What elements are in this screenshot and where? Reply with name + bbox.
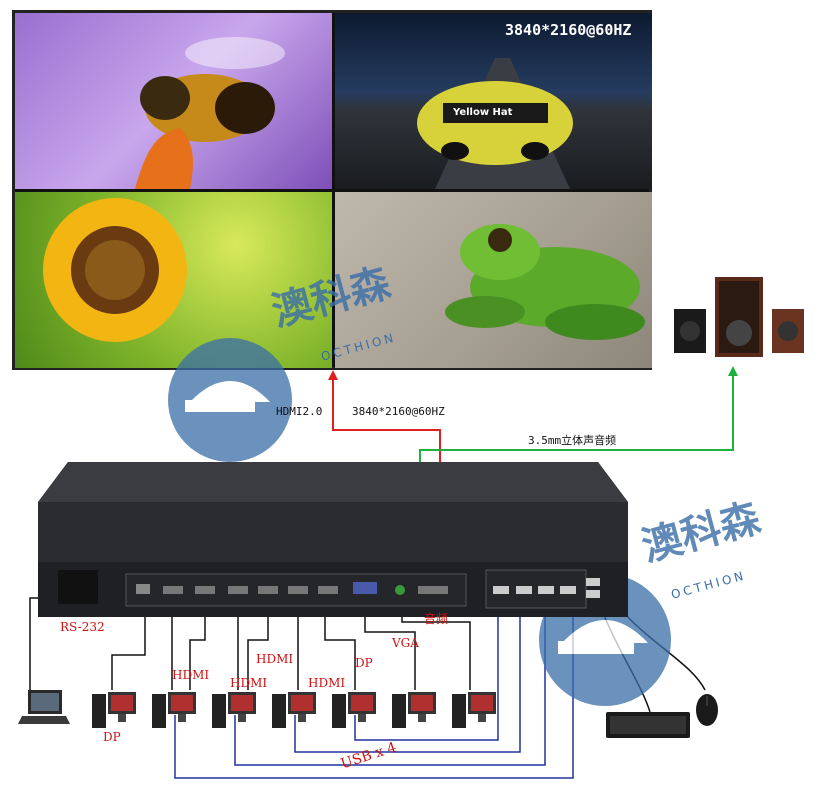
resolution-overlay: 3840*2160@60HZ bbox=[505, 21, 632, 39]
pc-icon-7 bbox=[452, 688, 496, 732]
race-car-photo: Yellow Hat 3840*2160@60HZ bbox=[335, 13, 652, 189]
hdmi-label-1: HDMI bbox=[172, 668, 210, 682]
pc-icon-4 bbox=[272, 688, 316, 732]
hdmi-label-2: HDMI bbox=[230, 676, 268, 690]
pc-icon-6 bbox=[392, 688, 436, 732]
mouse-icon bbox=[694, 692, 720, 728]
laptop-icon bbox=[18, 688, 70, 728]
watermark-logo-left bbox=[168, 338, 292, 462]
rs232-label: RS-232 bbox=[60, 620, 105, 634]
pc-icon-2 bbox=[152, 688, 196, 732]
dp-label-right: DP bbox=[355, 656, 373, 670]
audio-port-label: 音频 bbox=[424, 612, 449, 626]
hdmi-link-label: HDMI2.0 bbox=[276, 405, 323, 418]
speaker-system bbox=[670, 275, 810, 360]
hdmi-link-resolution-label: 3840*2160@60HZ bbox=[352, 405, 445, 418]
pc-icon-1 bbox=[92, 688, 136, 732]
vga-label: VGA bbox=[392, 636, 419, 650]
pc-icon-3 bbox=[212, 688, 256, 732]
audio-link-label: 3.5mm立体声音频 bbox=[528, 434, 617, 447]
bee-photo bbox=[15, 13, 332, 189]
kvm-device bbox=[38, 462, 628, 617]
sunflower-photo bbox=[15, 192, 332, 368]
hdmi-label-3: HDMI bbox=[256, 652, 294, 666]
dp-label-left: DP bbox=[103, 730, 121, 744]
car-sponsor-text: Yellow Hat bbox=[453, 107, 513, 118]
frog-photo bbox=[335, 192, 652, 368]
pc-icon-5 bbox=[332, 688, 376, 732]
display-monitor: Yellow Hat 3840*2160@60HZ bbox=[12, 10, 652, 370]
hdmi-label-4: HDMI bbox=[308, 676, 346, 690]
keyboard-icon bbox=[606, 710, 690, 740]
